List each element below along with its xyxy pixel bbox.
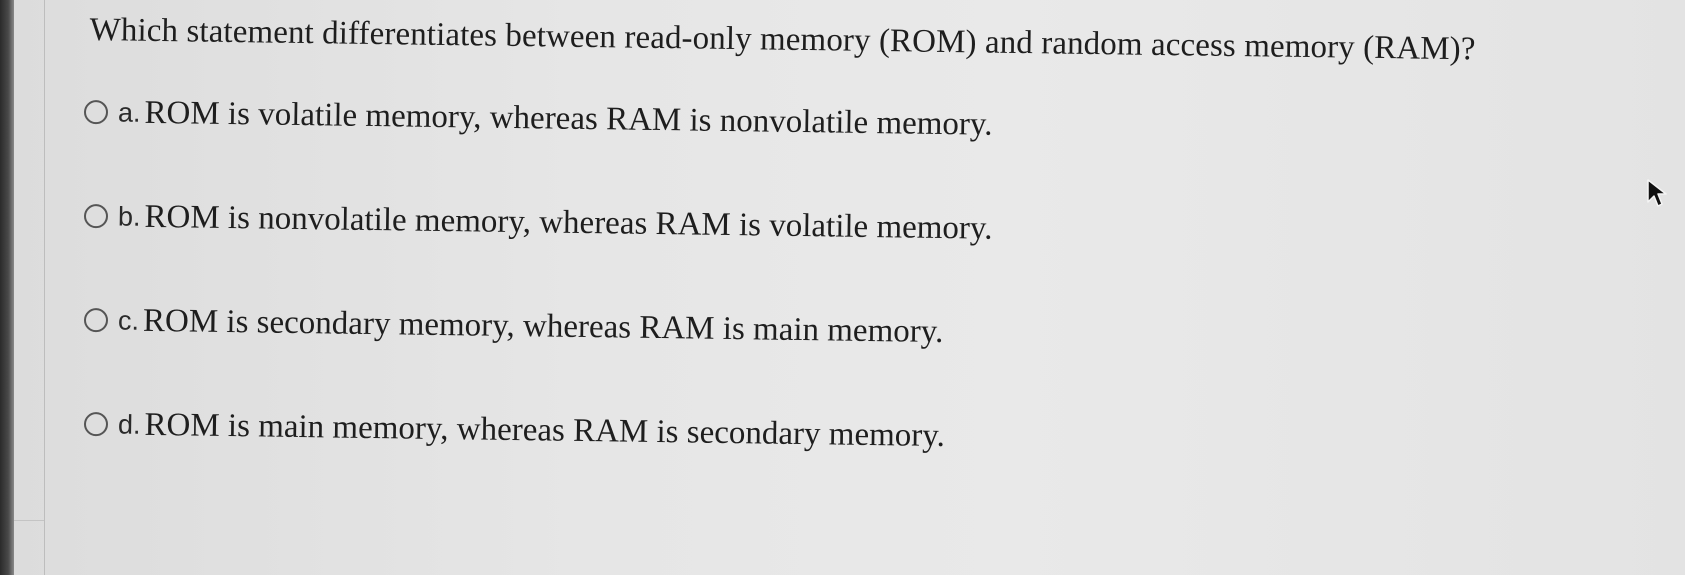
answer-options: a. ROM is volatile memory, whereas RAM i… — [83, 88, 1185, 504]
option-b[interactable]: b. ROM is nonvolatile memory, whereas RA… — [83, 192, 1185, 255]
left-panel-border — [44, 0, 45, 575]
option-c[interactable]: c. ROM is secondary memory, whereas RAM … — [83, 296, 1185, 359]
option-letter: a. — [117, 96, 141, 128]
screen-bezel — [0, 0, 14, 575]
question-block: Which statement differentiates between r… — [89, 8, 1650, 67]
radio-unselected-icon[interactable] — [83, 204, 109, 229]
option-a[interactable]: a. ROM is volatile memory, whereas RAM i… — [83, 88, 1185, 151]
option-letter: c. — [117, 304, 140, 336]
option-text: ROM is nonvolatile memory, whereas RAM i… — [144, 198, 993, 247]
option-letter: b. — [117, 200, 141, 232]
option-text: ROM is secondary memory, whereas RAM is … — [142, 302, 944, 350]
left-panel-divider — [14, 520, 44, 521]
radio-unselected-icon[interactable] — [83, 100, 109, 125]
mouse-pointer-icon — [1647, 179, 1667, 207]
option-text: ROM is volatile memory, whereas RAM is n… — [144, 94, 993, 143]
option-letter: d. — [117, 408, 141, 440]
question-text: Which statement differentiates between r… — [89, 11, 1476, 68]
option-d[interactable]: d. ROM is main memory, whereas RAM is se… — [83, 400, 1185, 463]
option-text: ROM is main memory, whereas RAM is secon… — [144, 406, 946, 455]
radio-unselected-icon[interactable] — [83, 308, 109, 333]
radio-unselected-icon[interactable] — [83, 412, 109, 437]
